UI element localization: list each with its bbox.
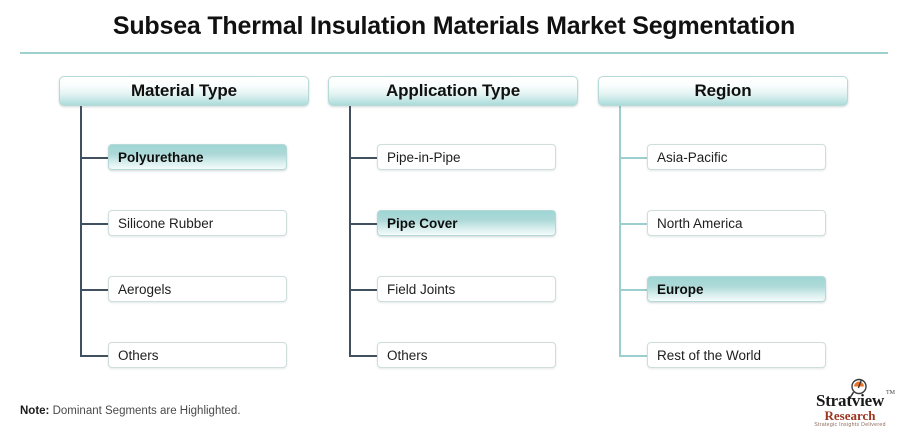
connector-branch [349,223,377,225]
segment-item-label: Others [387,347,428,363]
connector-branch [80,289,108,291]
segment-item[interactable]: Aerogels [108,276,287,302]
segment-item[interactable]: Others [377,342,556,368]
connector-branch [619,289,647,291]
connector-branch [619,223,647,225]
title-divider [20,52,888,54]
segment-item-label: Aerogels [118,281,172,297]
column-header-label: Application Type [385,81,521,100]
footer-note-text: Dominant Segments are Highlighted. [49,405,241,417]
logo-tagline: Strategic Insights Delivered [814,422,886,428]
column-header-label: Region [694,81,752,100]
segment-item-label: Pipe Cover [387,215,458,231]
connector-trunk [619,106,621,355]
segment-item[interactable]: North America [647,210,826,236]
segment-item-label: Field Joints [387,281,456,297]
column-header-3[interactable]: Region [598,76,848,106]
segment-item-label: Rest of the World [657,347,762,363]
segment-item-label: Europe [657,281,704,297]
segment-item-highlighted[interactable]: Polyurethane [108,144,287,170]
segment-item[interactable]: Pipe-in-Pipe [377,144,556,170]
footer-note: Note: Dominant Segments are Highlighted. [20,405,241,417]
segment-item[interactable]: Others [108,342,287,368]
page-title: Subsea Thermal Insulation Materials Mark… [112,12,796,40]
connector-branch [349,157,377,159]
segment-item-highlighted[interactable]: Europe [647,276,826,302]
logo-subtitle: Research [824,408,876,423]
logo-trademark: TM [886,390,895,396]
connector-branch [80,157,108,159]
magnifier-icon [848,378,867,399]
segment-item-label: Pipe-in-Pipe [387,149,461,165]
segment-item-label: North America [657,215,743,231]
connector-branch [349,355,377,357]
column-header-2[interactable]: Application Type [328,76,578,106]
connector-trunk [349,106,351,355]
connector-branch [619,355,647,357]
logo-wordmark: Stratview [815,391,885,410]
segment-item-label: Others [118,347,159,363]
footer-note-label: Note: [20,405,50,417]
segment-item[interactable]: Rest of the World [647,342,826,368]
segment-item-label: Silicone Rubber [118,215,214,231]
segment-item-highlighted[interactable]: Pipe Cover [377,210,556,236]
connector-branch [619,157,647,159]
segment-item-label: Polyurethane [118,149,204,165]
segment-item[interactable]: Asia-Pacific [647,144,826,170]
segment-item[interactable]: Field Joints [377,276,556,302]
connector-branch [349,289,377,291]
segment-item[interactable]: Silicone Rubber [108,210,287,236]
connector-branch [80,223,108,225]
column-header-label: Material Type [130,81,238,100]
connector-branch [80,355,108,357]
segment-item-label: Asia-Pacific [657,149,728,165]
column-header-1[interactable]: Material Type [59,76,309,106]
connector-trunk [80,106,82,355]
stratview-research-logo: Stratview TM Research Strategic Insights… [800,378,900,430]
